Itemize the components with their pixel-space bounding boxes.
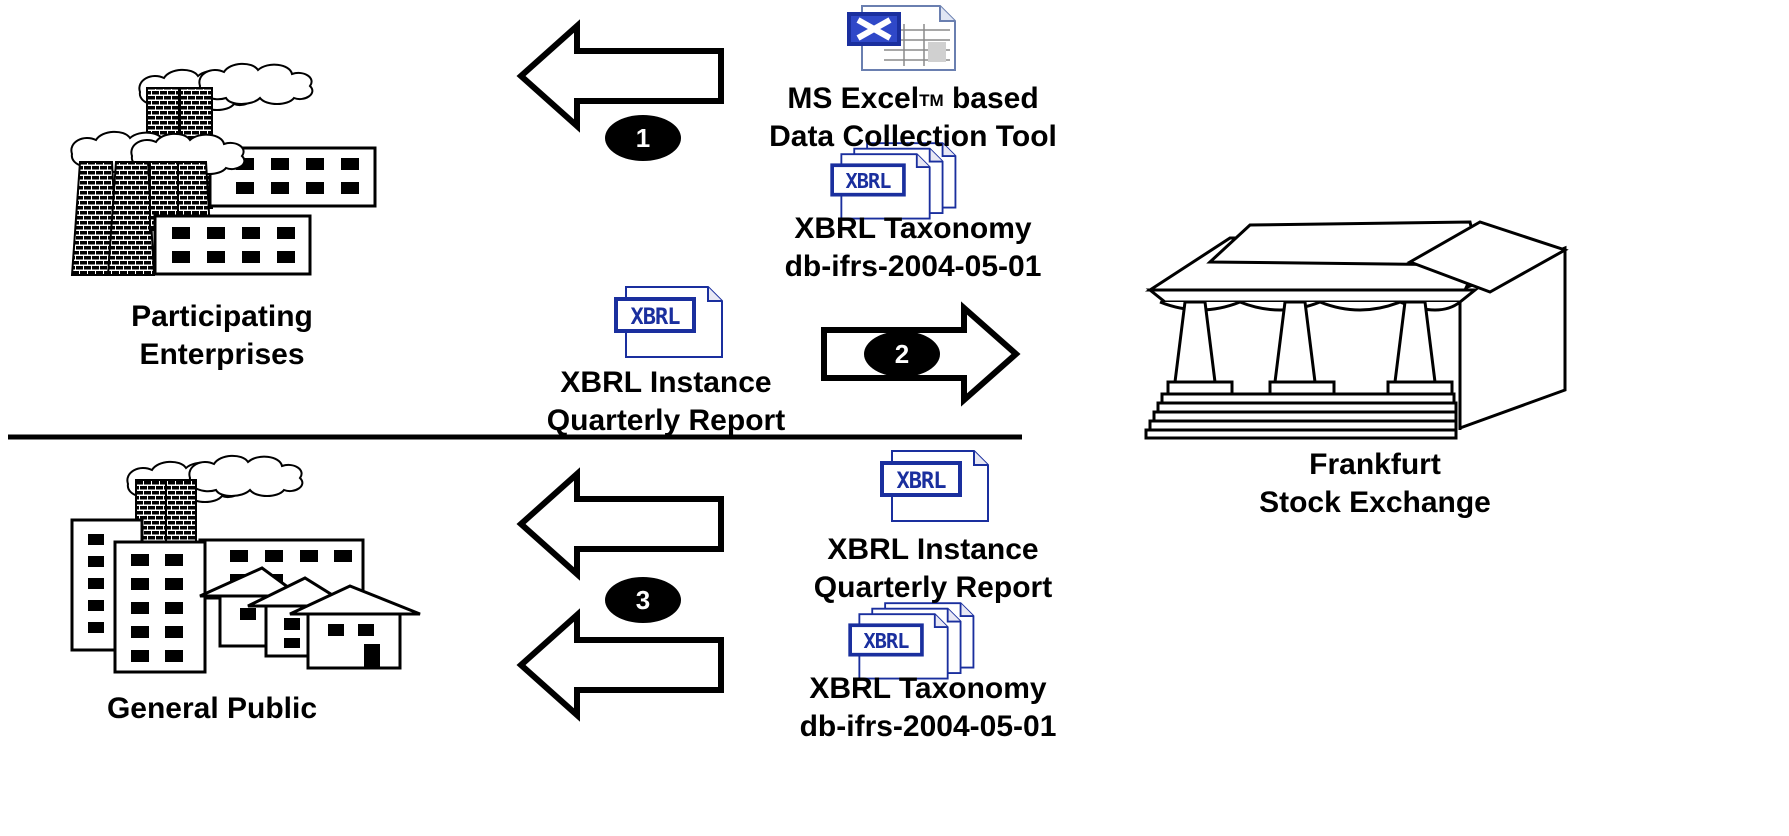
step-badge-1: 1 — [605, 115, 681, 161]
instance-mid-label-line1: XBRL Instance — [560, 366, 772, 399]
instance-bottom-label: XBRL Instance Quarterly Report — [803, 531, 1063, 607]
general-public-label: General Public — [92, 690, 332, 728]
xbrl-instance-icon-mid — [613, 286, 723, 358]
instance-mid-label: XBRL Instance Quarterly Report — [536, 364, 796, 440]
step-badge-2: 2 — [864, 331, 940, 377]
excel-tool-label: MS ExcelTM based Data Collection Tool — [758, 80, 1068, 156]
xbrl-taxonomy-stack-icon-bottom — [847, 602, 975, 680]
arrow-step-1 — [521, 26, 721, 126]
excel-file-icon — [847, 5, 956, 71]
exchange-label-line1: Frankfurt — [1309, 448, 1441, 481]
instance-bottom-label-line1: XBRL Instance — [827, 533, 1039, 566]
enterprises-label-line2: Enterprises — [139, 338, 305, 371]
city-icon — [70, 454, 421, 674]
factory-icon — [70, 62, 377, 276]
excel-tool-label-line2: Data Collection Tool — [769, 120, 1057, 153]
exchange-label: Frankfurt Stock Exchange — [1245, 446, 1505, 522]
taxonomy-bottom-label-line2: db-ifrs-2004-05-01 — [799, 710, 1057, 743]
step-badge-3: 3 — [605, 577, 681, 623]
taxonomy-bottom-label: XBRL Taxonomy db-ifrs-2004-05-01 — [788, 670, 1068, 746]
instance-bottom-label-line2: Quarterly Report — [813, 571, 1053, 604]
taxonomy-bottom-label-line1: XBRL Taxonomy — [809, 672, 1047, 705]
excel-tool-name: MS Excel — [787, 82, 920, 115]
taxonomy-top-label: XBRL Taxonomy db-ifrs-2004-05-01 — [773, 210, 1053, 286]
stock-exchange-building-icon — [1144, 220, 1569, 440]
excel-tool-label-line1: MS ExcelTM based — [758, 80, 1068, 118]
exchange-label-line2: Stock Exchange — [1259, 486, 1491, 519]
arrow-step-3a — [521, 474, 721, 574]
excel-tool-suffix: based — [943, 82, 1039, 115]
trademark-mark: TM — [919, 91, 944, 110]
taxonomy-top-label-line2: db-ifrs-2004-05-01 — [784, 250, 1042, 283]
enterprises-label: Participating Enterprises — [112, 298, 332, 374]
arrow-step-3b — [521, 615, 721, 715]
general-public-label-text: General Public — [106, 692, 318, 725]
enterprises-label-line1: Participating — [131, 300, 313, 333]
xbrl-instance-icon-bottom — [879, 450, 989, 522]
instance-mid-label-line2: Quarterly Report — [546, 404, 786, 437]
taxonomy-top-label-line1: XBRL Taxonomy — [794, 212, 1032, 245]
